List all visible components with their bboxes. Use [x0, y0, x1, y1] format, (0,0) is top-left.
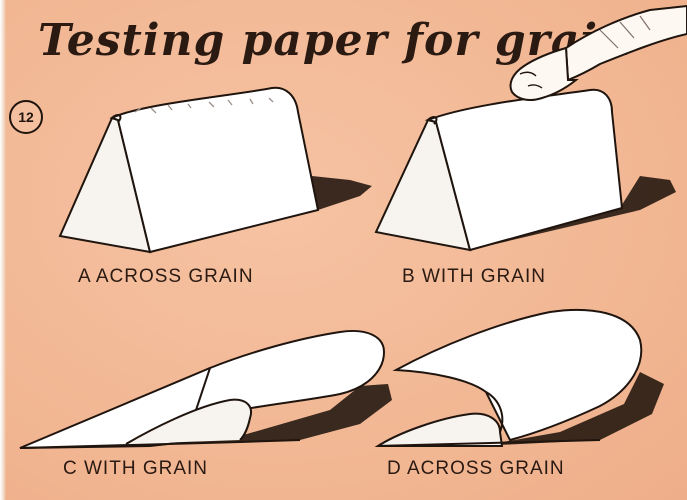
panel-a-drawing: [60, 88, 372, 252]
hand-arm: [566, 6, 687, 80]
panel-d-bottom-sheet: [378, 414, 502, 446]
panel-b-drawing: [376, 6, 687, 250]
caption-d: D ACROSS GRAIN: [387, 458, 565, 480]
panel-d-drawing: [378, 310, 664, 446]
caption-b: B WITH GRAIN: [402, 266, 546, 288]
caption-a: A ACROSS GRAIN: [78, 266, 254, 288]
hand-drawing: [511, 6, 687, 100]
caption-c: C WITH GRAIN: [63, 458, 208, 480]
panel-c-drawing: [20, 331, 392, 448]
